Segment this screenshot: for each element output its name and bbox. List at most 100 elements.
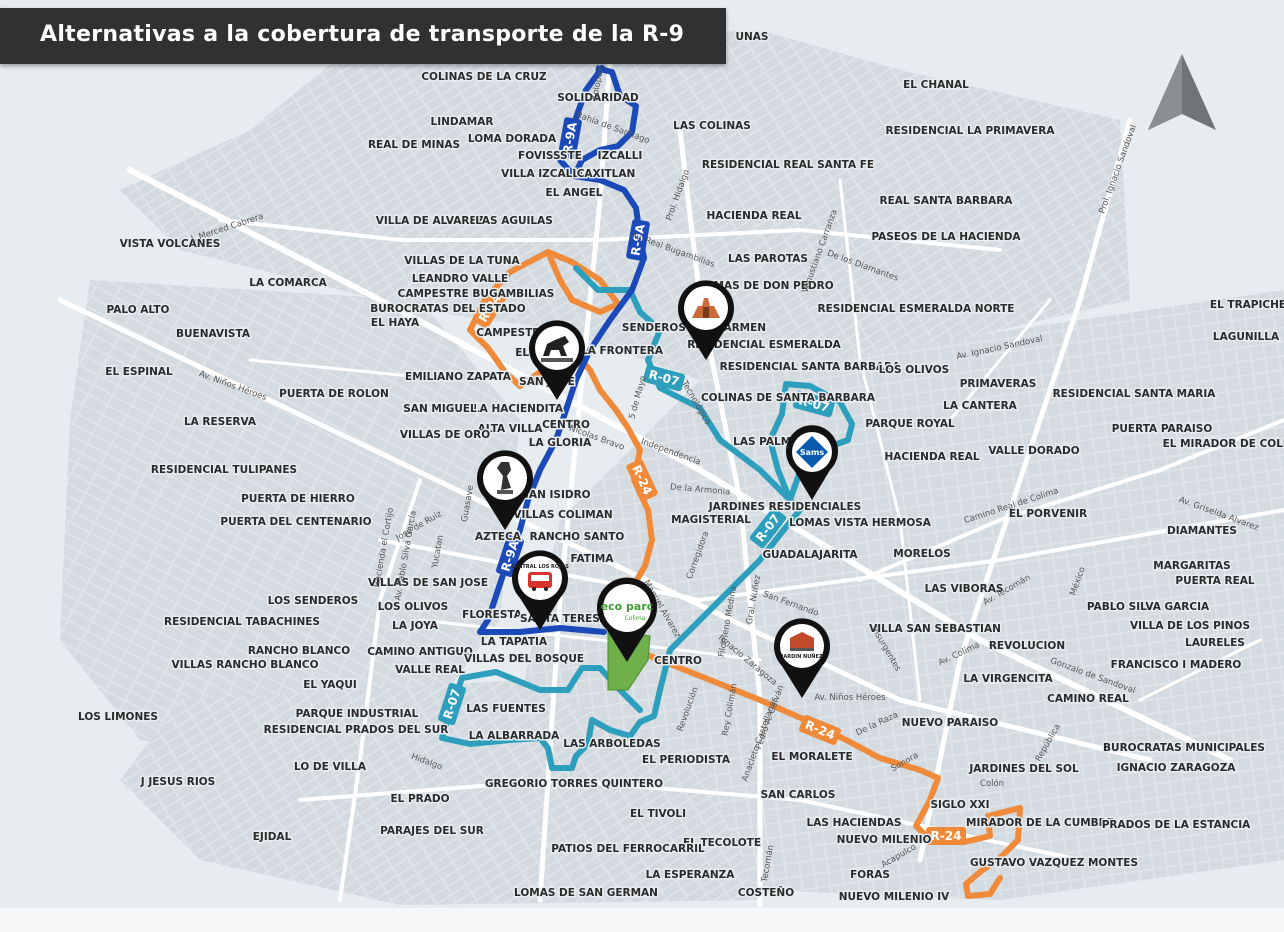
neighborhood-label: PALO ALTO [107, 304, 170, 316]
marker-central-bus[interactable]: CENTRAL LOS ROJOS [511, 550, 569, 630]
map-canvas[interactable]: R-9A R-9A R-9A R-07 R-07 R-07 R-07 R-24 … [0, 0, 1284, 908]
neighborhood-label: LAS HACIENDAS [807, 817, 902, 829]
neighborhood-label: RESIDENCIAL PRADOS DEL SUR [264, 724, 449, 736]
neighborhood-label: LAGUNILLA [1213, 331, 1280, 343]
north-arrow-icon [1148, 54, 1216, 130]
neighborhood-label: CENTRO [542, 419, 590, 431]
neighborhood-label: HACIENDA REAL [706, 210, 801, 222]
marker-statue[interactable] [477, 450, 533, 530]
neighborhood-label: LOMAS VISTA HERMOSA [789, 517, 932, 529]
neighborhood-label: RANCHO BLANCO [248, 645, 350, 657]
neighborhood-label: EL ESPINAL [105, 366, 173, 378]
neighborhood-label: LO DE VILLA [294, 761, 367, 773]
neighborhood-label: IGNACIO ZARAGOZA [1117, 762, 1237, 774]
neighborhood-label: PARAJES DEL SUR [380, 825, 484, 837]
neighborhood-label: EL PRADO [390, 793, 449, 805]
neighborhood-label: PATIOS DEL FERROCARRIL [551, 843, 705, 855]
route-label-r07-2: R-07 [793, 390, 835, 418]
neighborhood-label: COLINAS DE LA CRUZ [421, 71, 547, 83]
neighborhood-label: UNAS [735, 31, 768, 43]
neighborhood-label: LOS OLIVOS [879, 364, 949, 376]
neighborhood-label: VILLAS DE SAN JOSE [368, 577, 488, 589]
neighborhood-label: VISTA VOLCANES [120, 238, 221, 250]
neighborhood-label: MORELOS [893, 548, 950, 560]
route-label-r07-4: R-07 [438, 682, 466, 726]
neighborhood-label: EMILIANO ZAPATA [405, 371, 512, 383]
title-bar: Alternativas a la cobertura de transport… [0, 8, 726, 64]
pyramid-icon [692, 298, 720, 318]
neighborhood-label: LAS AGUILAS [475, 215, 553, 227]
neighborhood-label: NUEVO PARAISO [902, 717, 999, 729]
neighborhood-label: VILLAS DE LA TUNA [404, 255, 520, 267]
neighborhood-label: RESIDENCIAL REAL SANTA FE [702, 159, 874, 171]
neighborhood-label: CAMPESTRE [476, 327, 547, 339]
neighborhood-label: RESIDENCIAL TULIPANES [151, 464, 297, 476]
route-label-r9a-2: R-9A [626, 219, 650, 261]
route-r9a-line[interactable] [477, 65, 647, 635]
marker-jardin[interactable]: JARDIN NUÑEZ [774, 618, 830, 698]
neighborhood-label: NUEVO MILENIO IV [839, 891, 950, 903]
marker-pyramid[interactable] [678, 280, 734, 360]
route-r9a-loop[interactable] [571, 65, 639, 178]
neighborhood-label: PABLO SILVA GARCIA [1087, 601, 1210, 613]
neighborhood-label: LA CANTERA [943, 400, 1018, 412]
urban-area-south [120, 680, 760, 905]
marker-sams[interactable]: Sams [786, 425, 838, 500]
neighborhood-label: VALLE DORADO [988, 445, 1079, 457]
neighborhood-label: JARDINES DEL SOL [968, 763, 1079, 775]
ecoparc-icon: eco parc Colima [601, 600, 654, 622]
neighborhood-label: PUERTA DE ROLON [279, 388, 389, 400]
sams-club-icon: Sams [796, 436, 828, 468]
neighborhood-label: VILLAS DEL BOSQUE [464, 653, 584, 665]
neighborhood-label: FLORESTA [462, 609, 523, 621]
neighborhood-label: VILLAS DE ORO [400, 429, 490, 441]
neighborhood-label: CENTRO [654, 655, 702, 667]
neighborhood-label: PARQUE ROYAL [865, 418, 955, 430]
neighborhood-label: PUERTA DEL CENTENARIO [220, 516, 371, 528]
marker-ecoparc[interactable]: eco parc Colima [597, 577, 657, 662]
neighborhood-label: LAS ARBOLEDAS [563, 738, 660, 750]
route-r07-line[interactable] [439, 265, 803, 771]
neighborhood-label: SAN MIGUEL [403, 403, 477, 415]
marker-bull[interactable] [529, 320, 585, 400]
route-r24-loop[interactable] [545, 249, 621, 315]
neighborhood-label: LA GLORIA [529, 437, 592, 449]
neighborhood-label: MIRADOR DE LA CUMBRE [966, 817, 1114, 829]
neighborhood-label: LOS OLIVOS [378, 601, 448, 613]
svg-text:R-24: R-24 [931, 829, 962, 843]
neighborhood-label: LAURELES [1185, 637, 1245, 649]
neighborhood-label: LAS PAROTAS [728, 253, 808, 265]
route-label-r24-1: R-24 [472, 287, 508, 329]
neighborhood-label: RANCHO SANTO [530, 531, 625, 543]
neighborhood-label: EL MORALETE [771, 751, 852, 763]
neighborhood-label: CAXITLAN [577, 168, 636, 180]
svg-text:R-9A: R-9A [560, 120, 579, 155]
svg-text:JARDIN NUÑEZ: JARDIN NUÑEZ [781, 653, 823, 660]
bus-station-icon: CENTRAL LOS ROJOS [511, 564, 569, 591]
neighborhood-label: MAGISTERIAL [671, 514, 751, 526]
svg-text:Sams: Sams [800, 448, 824, 457]
neighborhood-label: RESIDENCIAL LA PRIMAVERA [885, 125, 1055, 137]
neighborhood-label: HACIENDA REAL [884, 451, 979, 463]
svg-text:R-9A: R-9A [628, 222, 647, 257]
neighborhood-label: J JESUS RIOS [140, 776, 215, 788]
neighborhood-label: FRANCISCO I MADERO [1111, 659, 1242, 671]
street-label: Av. Niños Héroes [814, 692, 886, 703]
neighborhood-label: EL TRAPICHE [1210, 299, 1284, 311]
neighborhood-label: LA TAPATIA [481, 636, 548, 648]
svg-text:Colima: Colima [625, 615, 646, 622]
neighborhood-label: PRADOS DE LA ESTANCIA [1102, 819, 1251, 831]
neighborhood-label: RESIDENCIAL TABACHINES [164, 616, 320, 628]
neighborhood-label: SIGLO XXI [930, 799, 989, 811]
neighborhood-label: LA ESPERANZA [646, 869, 736, 881]
neighborhood-label: DIAMANTES [1167, 525, 1237, 537]
neighborhood-label: RESIDENCIAL SANTA MARIA [1053, 388, 1217, 400]
neighborhood-label: LOMAS DE DON PEDRO [698, 280, 833, 292]
svg-text:eco parc: eco parc [601, 600, 654, 613]
neighborhood-label: EL PORVENIR [1009, 508, 1087, 520]
neighborhood-label: VILLA DE LOS PINOS [1130, 620, 1250, 632]
neighborhood-label: VILLAS RANCHO BLANCO [171, 659, 318, 671]
neighborhood-label: FATIMA [571, 553, 615, 565]
neighborhood-label: LOS SENDEROS [268, 595, 358, 607]
bull-statue-icon [541, 336, 573, 362]
